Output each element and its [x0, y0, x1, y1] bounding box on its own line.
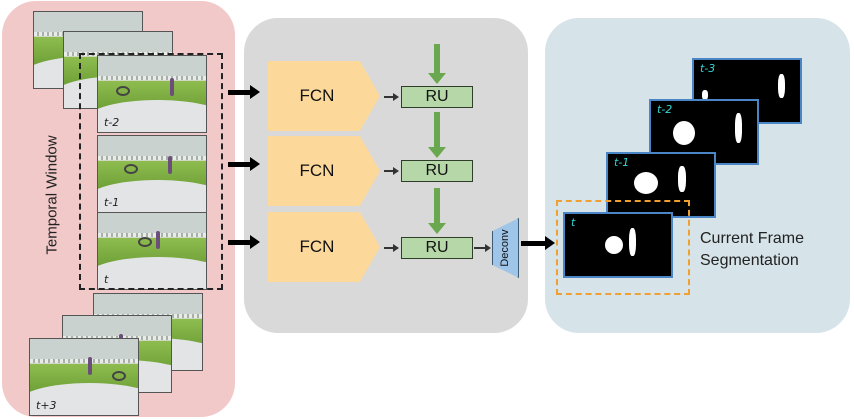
- recurrent-arrow: [428, 112, 446, 158]
- segmentation-mask-t: t: [563, 212, 673, 278]
- video-frame-t+3: t+3: [29, 338, 139, 416]
- recurrent-arrow: [428, 188, 446, 234]
- ru-label: RU: [425, 88, 449, 105]
- input-arrow: [228, 85, 260, 99]
- seg-label: t-1: [614, 156, 630, 169]
- video-frame-t-2: t-2: [97, 55, 207, 133]
- seg-label: t: [571, 216, 576, 229]
- deconv-label: Deconv: [499, 229, 511, 267]
- temporal-window-label: Temporal Window: [43, 135, 61, 255]
- input-arrow: [228, 235, 260, 249]
- output-arrow: [521, 236, 555, 250]
- frame-label: t-1: [104, 196, 120, 209]
- video-frame-t-1: t-1: [97, 135, 207, 213]
- ru-to-deconv-arrow: [474, 244, 491, 252]
- recurrent-arrow: [428, 44, 446, 84]
- fcn-label: FCN: [299, 237, 335, 256]
- temporal-window-box: [79, 53, 223, 290]
- seg-label: t-2: [657, 103, 673, 116]
- ru-block: RU: [401, 160, 473, 182]
- fcn-block: FCN: [268, 136, 380, 206]
- seg-label: t-3: [700, 62, 716, 75]
- segmentation-mask-t-1: t-1: [606, 152, 716, 218]
- frame-label: t-2: [104, 116, 120, 129]
- input-arrow: [228, 157, 260, 171]
- ru-block: RU: [401, 237, 473, 259]
- ru-label: RU: [425, 239, 449, 256]
- fcn-to-ru-arrow: [384, 167, 399, 175]
- video-frame-t: t: [97, 212, 207, 290]
- ru-block: RU: [401, 86, 473, 108]
- current-frame-highlight: [556, 200, 690, 295]
- ru-label: RU: [425, 162, 449, 179]
- fcn-label: FCN: [299, 86, 335, 105]
- fcn-block: FCN: [268, 61, 380, 131]
- fcn-to-ru-arrow: [384, 244, 399, 252]
- fcn-to-ru-arrow: [384, 93, 399, 101]
- frame-label: t+3: [36, 399, 57, 412]
- fcn-block: FCN: [268, 212, 380, 282]
- current-frame-caption: Current Frame Segmentation: [700, 230, 805, 269]
- frame-label: t: [104, 273, 109, 286]
- fcn-label: FCN: [299, 161, 335, 180]
